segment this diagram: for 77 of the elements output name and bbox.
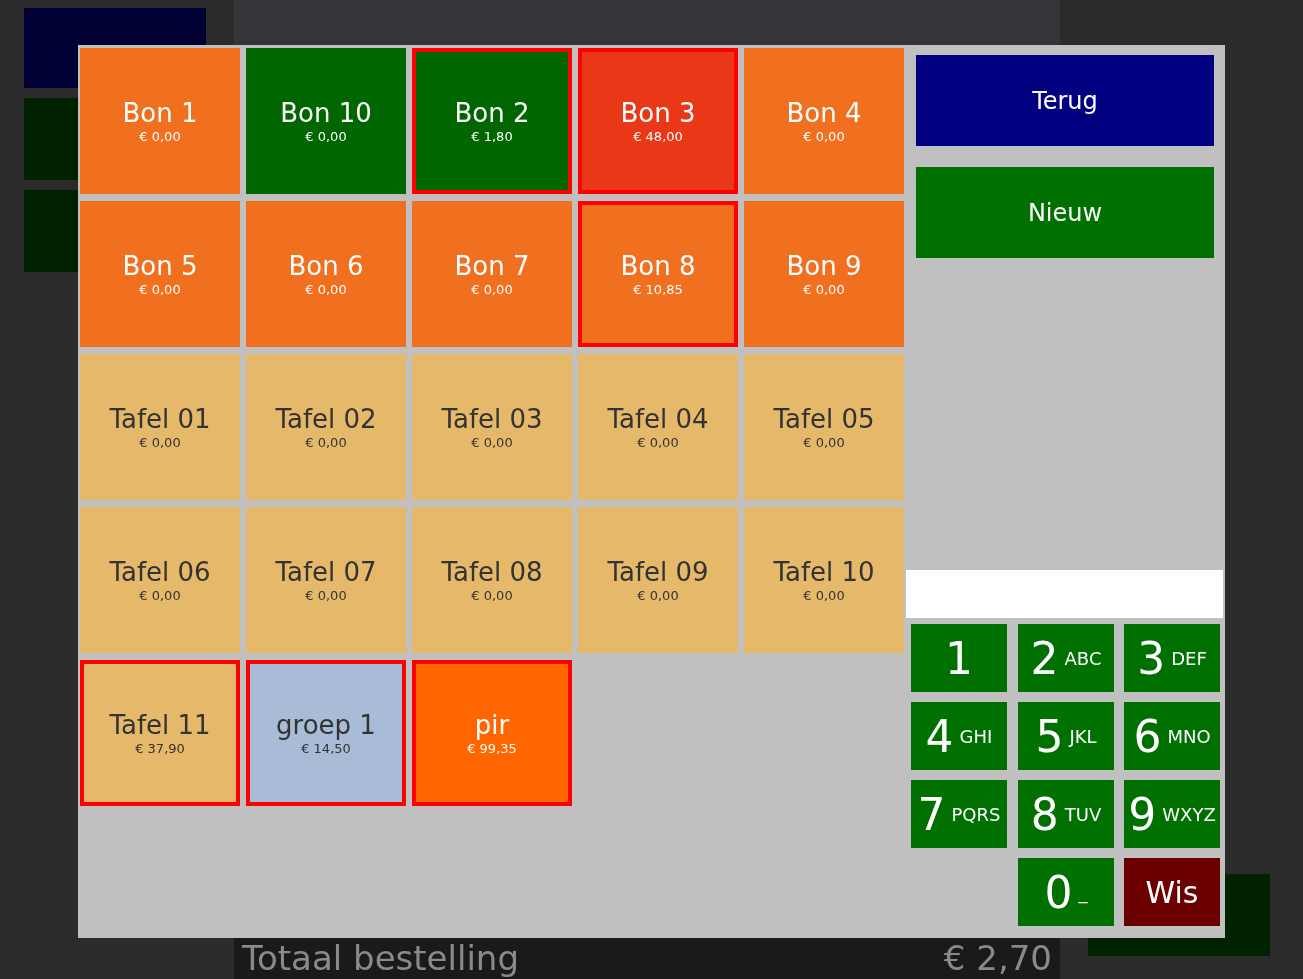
input-field [906, 570, 1223, 618]
tile-name: Bon 6 [288, 250, 364, 283]
tile-name: Bon 9 [786, 250, 862, 283]
order-tile [412, 507, 572, 653]
tile-amount: € 0,00 [139, 129, 181, 145]
tile-amount: € 0,00 [637, 588, 679, 604]
order-tile [744, 354, 904, 500]
order-tile [578, 48, 738, 194]
order-tile [412, 660, 572, 806]
tile-amount: € 0,00 [803, 435, 845, 451]
tile-name: Tafel 01 [109, 403, 211, 436]
tile-amount: € 14,50 [301, 741, 351, 757]
order-tile [578, 354, 738, 500]
tile-amount: € 0,00 [305, 282, 347, 298]
tile-amount: € 0,00 [803, 129, 845, 145]
tile-name: Tafel 02 [275, 403, 377, 436]
order-tile [412, 48, 572, 194]
tile-name: Bon 4 [786, 97, 862, 130]
tile-amount: € 0,00 [305, 588, 347, 604]
order-tile [246, 48, 406, 194]
tile-amount: € 0,00 [139, 282, 181, 298]
tile-name: pir [474, 709, 510, 742]
order-tile [80, 48, 240, 194]
tile-name: groep 1 [276, 709, 376, 742]
tile-name: Tafel 05 [773, 403, 875, 436]
tile-name: Tafel 04 [607, 403, 709, 436]
tile-name: Tafel 07 [275, 556, 377, 589]
order-tile [80, 354, 240, 500]
keypad-key: 1 [911, 624, 1007, 692]
tile-amount: € 0,00 [305, 129, 347, 145]
tile-amount: € 99,35 [467, 741, 517, 757]
order-tile [412, 354, 572, 500]
order-tile [744, 48, 904, 194]
tile-amount: € 0,00 [803, 588, 845, 604]
tile-amount: € 0,00 [637, 435, 679, 451]
order-tile [578, 201, 738, 347]
order-tile [246, 507, 406, 653]
tile-amount: € 0,00 [471, 282, 513, 298]
order-tile [578, 507, 738, 653]
new-button: Nieuw [916, 167, 1214, 258]
tile-name: Bon 3 [620, 97, 696, 130]
tile-amount: € 48,00 [633, 129, 683, 145]
back-button: Terug [916, 55, 1214, 146]
tile-name: Bon 1 [122, 97, 198, 130]
tile-name: Bon 2 [454, 97, 530, 130]
tile-amount: € 37,90 [135, 741, 185, 757]
clear-key: Wis [1124, 858, 1220, 926]
tile-name: Tafel 11 [109, 709, 211, 742]
order-tile [80, 201, 240, 347]
tile-name: Bon 5 [122, 250, 198, 283]
total-amount: € 2,70 [943, 938, 1052, 978]
tile-name: Tafel 08 [441, 556, 543, 589]
tile-name: Tafel 03 [441, 403, 543, 436]
order-tile [246, 201, 406, 347]
tile-amount: € 0,00 [471, 435, 513, 451]
order-tile [80, 507, 240, 653]
tile-name: Bon 7 [454, 250, 530, 283]
order-tile [744, 507, 904, 653]
tile-name: Tafel 09 [607, 556, 709, 589]
order-tile [744, 201, 904, 347]
order-tile [246, 660, 406, 806]
tile-name: Tafel 06 [109, 556, 211, 589]
keypad-key: 0_ [1018, 858, 1114, 926]
order-tile [80, 660, 240, 806]
tile-amount: € 0,00 [803, 282, 845, 298]
tile-amount: € 10,85 [633, 282, 683, 298]
tile-name: Tafel 10 [773, 556, 875, 589]
tile-amount: € 1,80 [471, 129, 513, 145]
order-tile [246, 354, 406, 500]
total-label: Totaal bestelling [242, 938, 519, 978]
tile-amount: € 0,00 [471, 588, 513, 604]
tile-name: Bon 8 [620, 250, 696, 283]
tile-amount: € 0,00 [139, 435, 181, 451]
tile-name: Bon 10 [280, 97, 372, 130]
order-tile [412, 201, 572, 347]
tile-amount: € 0,00 [305, 435, 347, 451]
tile-amount: € 0,00 [139, 588, 181, 604]
